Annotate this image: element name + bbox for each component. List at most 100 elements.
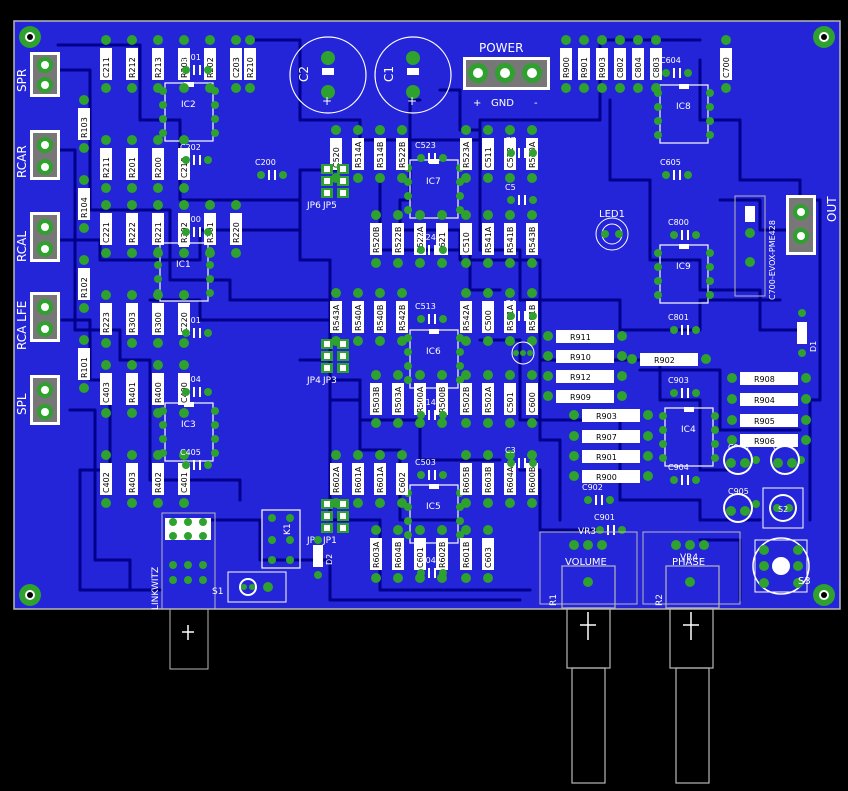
resistor: R909 [543, 390, 627, 403]
part-label: C221 [102, 222, 111, 243]
part-label: R604A [506, 466, 515, 493]
part-label: R101 [80, 357, 89, 378]
c1-label: C1 [382, 66, 396, 82]
terminal-blocks [30, 52, 816, 425]
part-label: R903 [598, 57, 607, 78]
part-label: C403 [102, 382, 111, 403]
capacitor: C800 [668, 218, 700, 240]
part-label: C600 [528, 392, 537, 413]
part-label: R210 [246, 57, 255, 78]
c700-footprint-label: C700-EVOX-PME428 [768, 220, 777, 300]
vertical-part: R500A [414, 370, 426, 428]
svg-text:C905: C905 [728, 487, 749, 496]
svg-text:C901: C901 [594, 513, 615, 522]
svg-text:R910: R910 [570, 353, 591, 362]
ic-9: IC9 [654, 244, 714, 304]
board-outline [13, 20, 841, 610]
vertical-part: R541A [482, 210, 494, 268]
vertical-part: C600 [526, 370, 538, 428]
part-label: C602 [398, 472, 407, 493]
resistor: R902 [627, 353, 711, 366]
part-label: R901 [580, 57, 589, 78]
part-label: R223 [102, 312, 111, 333]
capacitor: C301 [180, 316, 212, 338]
ic-label: IC1 [176, 260, 191, 270]
vertical-part: R603A [370, 525, 382, 583]
vertical-part: R400 [152, 360, 164, 418]
led1-label: LED1 [599, 209, 625, 220]
vertical-part: R542A [460, 288, 472, 346]
s1-label: S1 [212, 587, 223, 597]
part-label: R543A [332, 304, 341, 331]
ic-5: IC5 [404, 484, 464, 544]
vertical-part: R300 [152, 290, 164, 348]
vertical-part: R520B [370, 210, 382, 268]
vertical-part: R514A [352, 125, 364, 183]
vertical-part: C804 [632, 35, 644, 93]
vertical-part: R103 [78, 95, 90, 153]
vertical-part: R201 [126, 135, 138, 193]
vertical-part: R600B [526, 450, 538, 508]
capacitor: C523 [415, 141, 447, 163]
resistor: R905 [727, 414, 811, 427]
vertical-part: C403 [100, 360, 112, 418]
power-pin-plus: + [473, 98, 481, 109]
resistor: R900 [569, 470, 653, 483]
svg-text:R906: R906 [754, 437, 775, 446]
svg-text:R904: R904 [754, 396, 775, 405]
svg-text:C504: C504 [415, 556, 436, 565]
vertical-part: R402 [152, 450, 164, 508]
vertical-part: R104 [78, 175, 90, 233]
vertical-part: R602B [436, 525, 448, 583]
part-label: R542A [462, 304, 471, 331]
svg-text:R912: R912 [570, 373, 591, 382]
s3-switch [752, 537, 810, 595]
vertical-part: R514B [374, 125, 386, 183]
vertical-part: R221 [152, 200, 164, 258]
vertical-part: R523A [460, 125, 472, 183]
svg-text:R909: R909 [570, 393, 591, 402]
part-label: C700 [722, 57, 731, 78]
jumper-4: JP4 [306, 339, 333, 386]
connector-label-rcar: RCAR [15, 145, 29, 178]
part-label: R522A [416, 226, 425, 253]
svg-text:C3: C3 [505, 446, 516, 455]
part-label: R222 [128, 222, 137, 243]
part-label: R502B [462, 387, 471, 413]
connector-label-rcal: RCAL [15, 231, 29, 262]
part-label: R104 [80, 197, 89, 218]
ic-label: IC5 [426, 502, 441, 512]
part-label: C220 [180, 312, 189, 333]
part-label: C603 [484, 547, 493, 568]
part-label: C621 [438, 232, 447, 253]
vertical-part: C401 [178, 450, 190, 508]
s2-label: S2 [778, 505, 788, 514]
svg-text:JP1: JP1 [322, 536, 337, 546]
part-label: C501 [506, 392, 515, 413]
bottom-indicator [227, 571, 287, 603]
r2-label: R2 [655, 594, 665, 606]
capacitor: C5 [505, 183, 537, 205]
vertical-part: R502A [482, 370, 494, 428]
vertical-part: R522B [396, 125, 408, 183]
part-label: C401 [180, 472, 189, 493]
part-label: R602A [332, 466, 341, 493]
vertical-part: R601B [460, 525, 472, 583]
resistor: R904 [727, 393, 811, 406]
c700-cap [734, 195, 766, 297]
svg-text:C903: C903 [668, 376, 689, 385]
gnd-label: GND [491, 98, 514, 109]
vertical-part: R542B [396, 288, 408, 346]
capacitor: C605 [660, 158, 692, 180]
capacitor: C902 [582, 483, 614, 505]
part-label: C802 [616, 57, 625, 78]
resistor: R908 [727, 372, 811, 385]
svg-text:C201: C201 [180, 53, 201, 62]
vertical-part: R901 [578, 35, 590, 93]
vr4-label: VR4 [680, 553, 698, 563]
svg-text:+: + [407, 94, 417, 108]
k1-relay [261, 509, 301, 569]
vertical-part: C803 [650, 35, 662, 93]
part-label: R500B [438, 387, 447, 413]
